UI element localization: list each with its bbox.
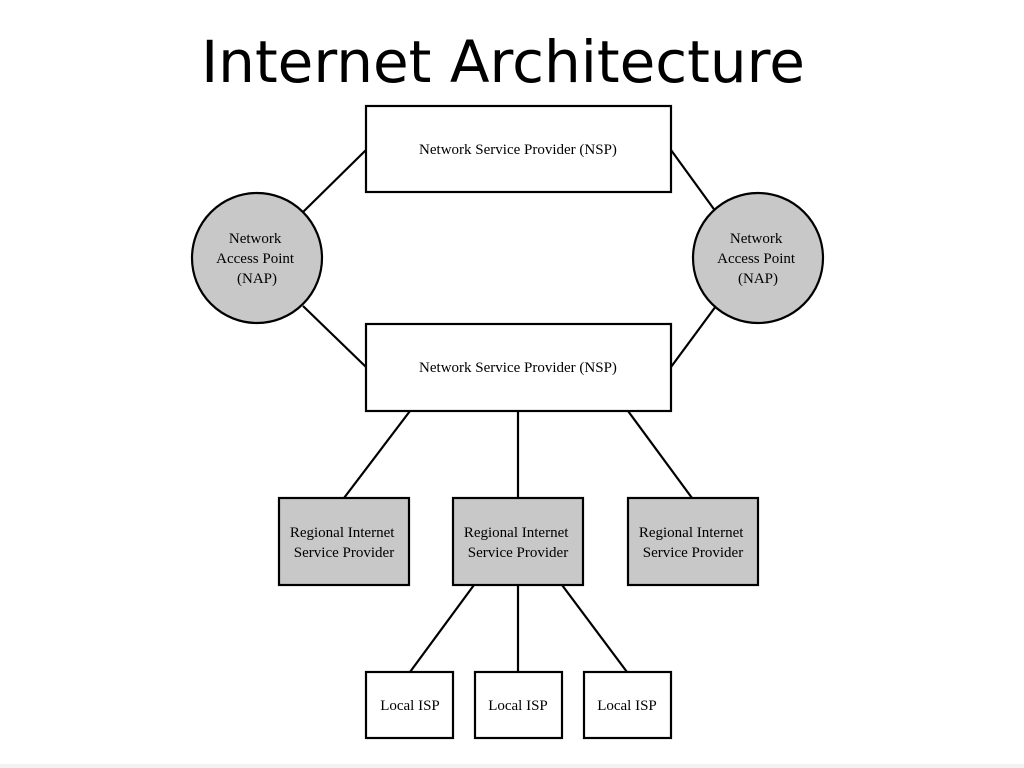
nap-right-node: Network Access Point (NAP) xyxy=(691,191,825,325)
regional-isp-label-3: Regional Internet Service Provider xyxy=(639,525,747,561)
connector-nsp-regional-1 xyxy=(343,410,411,499)
nsp-bottom-label: Network Service Provider (NSP) xyxy=(419,360,617,376)
regional-isp-1-line-2: Service Provider xyxy=(294,545,394,561)
local-isp-label-3: Local ISP xyxy=(597,698,657,714)
regional-isp-3-line-1: Regional Internet xyxy=(639,525,744,541)
regional-isp-1-line-1: Regional Internet xyxy=(290,525,395,541)
regional-isp-node-2: Regional Internet Service Provider xyxy=(451,496,585,587)
connector-nsp-top-nap-right xyxy=(670,149,717,213)
connectors xyxy=(302,149,717,673)
connector-regional-local-3 xyxy=(561,584,628,673)
nsp-top-node: Network Service Provider (NSP) xyxy=(364,104,673,194)
local-isp-node-1: Local ISP xyxy=(364,670,455,740)
nap-left-line-2: Access Point xyxy=(216,251,295,267)
slide-bottom-edge xyxy=(0,764,1024,768)
connector-regional-local-1 xyxy=(409,584,475,673)
connector-nap-right-nsp-bottom xyxy=(670,305,717,368)
local-isp-node-3: Local ISP xyxy=(582,670,673,740)
local-isp-node-2: Local ISP xyxy=(473,670,564,740)
regional-isp-2-line-1: Regional Internet xyxy=(464,525,569,541)
nap-left-node: Network Access Point (NAP) xyxy=(190,191,324,325)
regional-isp-2-line-2: Service Provider xyxy=(468,545,568,561)
local-isp-label-1: Local ISP xyxy=(380,698,440,714)
local-isp-label-2: Local ISP xyxy=(488,698,548,714)
nsp-bottom-node: Network Service Provider (NSP) xyxy=(364,322,673,413)
connector-nap-left-nsp-bottom xyxy=(302,305,367,368)
regional-isp-3-line-2: Service Provider xyxy=(643,545,743,561)
regional-isp-label-2: Regional Internet Service Provider xyxy=(464,525,572,561)
nap-right-line-2: Access Point xyxy=(717,251,796,267)
slide-title: Internet Architecture xyxy=(201,28,805,96)
connector-nsp-top-nap-left xyxy=(302,149,367,213)
nap-left-line-1: Network xyxy=(229,231,282,247)
nap-right-line-1: Network xyxy=(730,231,783,247)
nsp-top-label: Network Service Provider (NSP) xyxy=(419,142,617,158)
regional-isp-label-1: Regional Internet Service Provider xyxy=(290,525,398,561)
connector-nsp-regional-3 xyxy=(627,410,693,499)
nap-right-line-3: (NAP) xyxy=(738,271,778,287)
nap-right-label: Network Access Point (NAP) xyxy=(717,231,799,287)
nap-left-label: Network Access Point (NAP) xyxy=(216,231,298,287)
regional-isp-node-1: Regional Internet Service Provider xyxy=(277,496,411,587)
regional-isp-node-3: Regional Internet Service Provider xyxy=(626,496,760,587)
nap-left-line-3: (NAP) xyxy=(237,271,277,287)
